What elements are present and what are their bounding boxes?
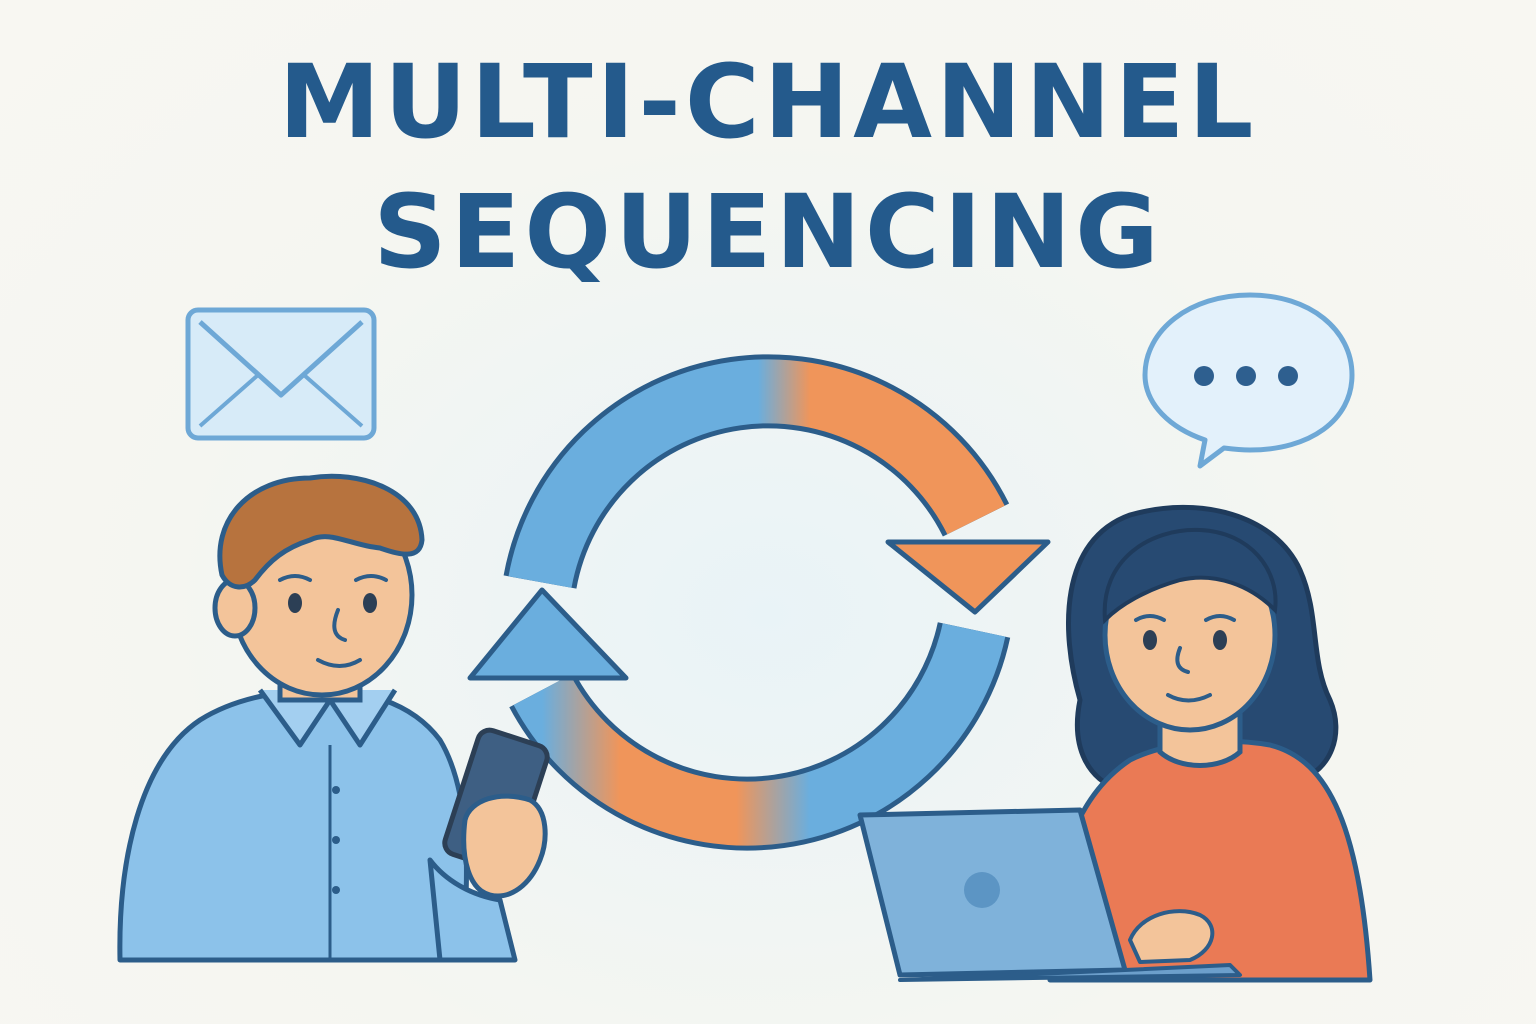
chat-bubble-icon — [1142, 292, 1355, 469]
title-line-2: SEQUENCING — [373, 173, 1163, 292]
woman-figure — [857, 504, 1373, 983]
envelope-icon — [185, 307, 377, 441]
man-figure — [117, 473, 550, 963]
cycle-arrows-icon — [467, 354, 1051, 851]
man-hair — [217, 473, 425, 590]
title-line-1: MULTI-CHANNEL — [278, 43, 1258, 162]
laptop-icon — [857, 807, 1242, 982]
